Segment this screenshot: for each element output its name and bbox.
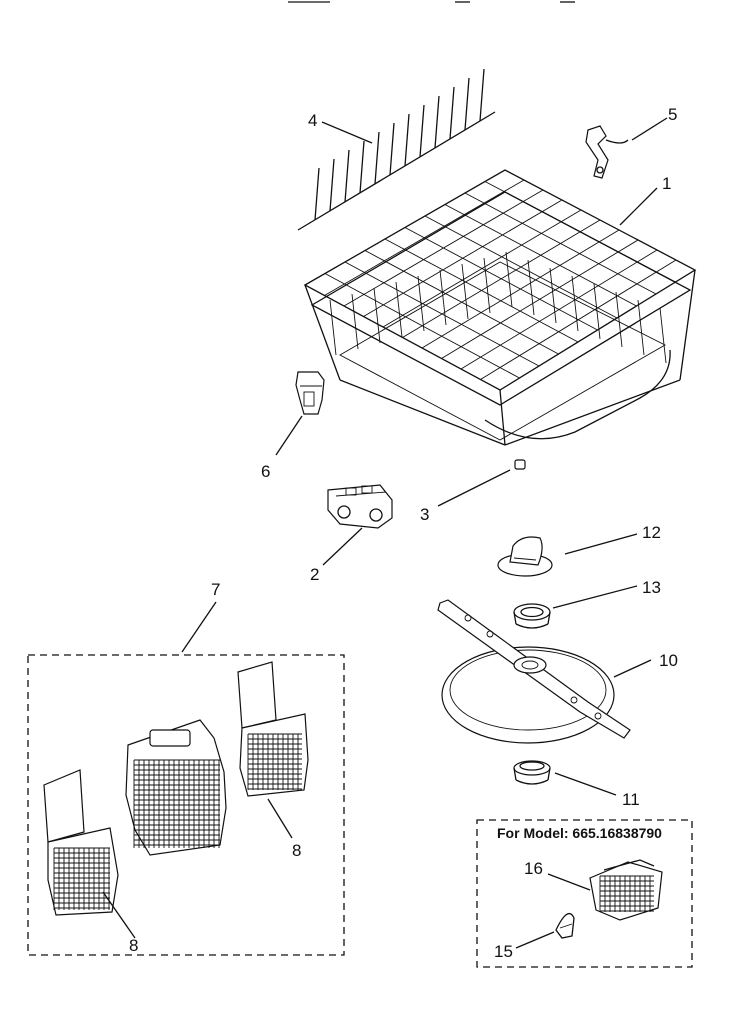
part-7-basket-boundary [27, 654, 345, 956]
part-11-collar [513, 760, 551, 785]
callout-8-right: 8 [292, 841, 301, 860]
callout-12: 12 [642, 523, 661, 542]
leader-lines [102, 117, 668, 949]
part-4-tine-row [297, 68, 496, 231]
callout-4: 4 [308, 111, 317, 130]
callout-10: 10 [659, 651, 678, 670]
callout-1: 1 [662, 174, 671, 193]
callout-15: 15 [494, 942, 513, 961]
part-10-spray-arm [437, 599, 631, 744]
callout-2: 2 [310, 565, 319, 584]
callout-3: 3 [420, 505, 429, 524]
part-12-cap [497, 536, 553, 577]
callout-13: 13 [642, 578, 661, 597]
callout-7: 7 [211, 580, 220, 599]
callout-16: 16 [524, 859, 543, 878]
callout-11: 11 [622, 790, 640, 809]
part-13-ring [513, 603, 551, 629]
callout-8-left: 8 [129, 936, 138, 955]
part-3-stud [514, 459, 526, 470]
callout-labels: 1 2 3 4 5 6 7 8 8 10 11 12 13 15 16 [129, 105, 678, 961]
basket-left [43, 769, 119, 916]
basket-right [237, 661, 309, 797]
part-2-bracket [327, 484, 393, 529]
model-box-title: For Model: 665.16838790 [497, 825, 662, 841]
part-15-hook [555, 912, 575, 939]
model-box-boundary [476, 819, 693, 968]
callout-5: 5 [668, 105, 677, 124]
part-5-clip [585, 125, 629, 179]
basket-middle [125, 719, 227, 856]
part-1-lower-rack [303, 169, 697, 446]
callout-6: 6 [261, 462, 270, 481]
part-6-roller [295, 371, 325, 415]
part-16-small-basket [589, 859, 663, 921]
